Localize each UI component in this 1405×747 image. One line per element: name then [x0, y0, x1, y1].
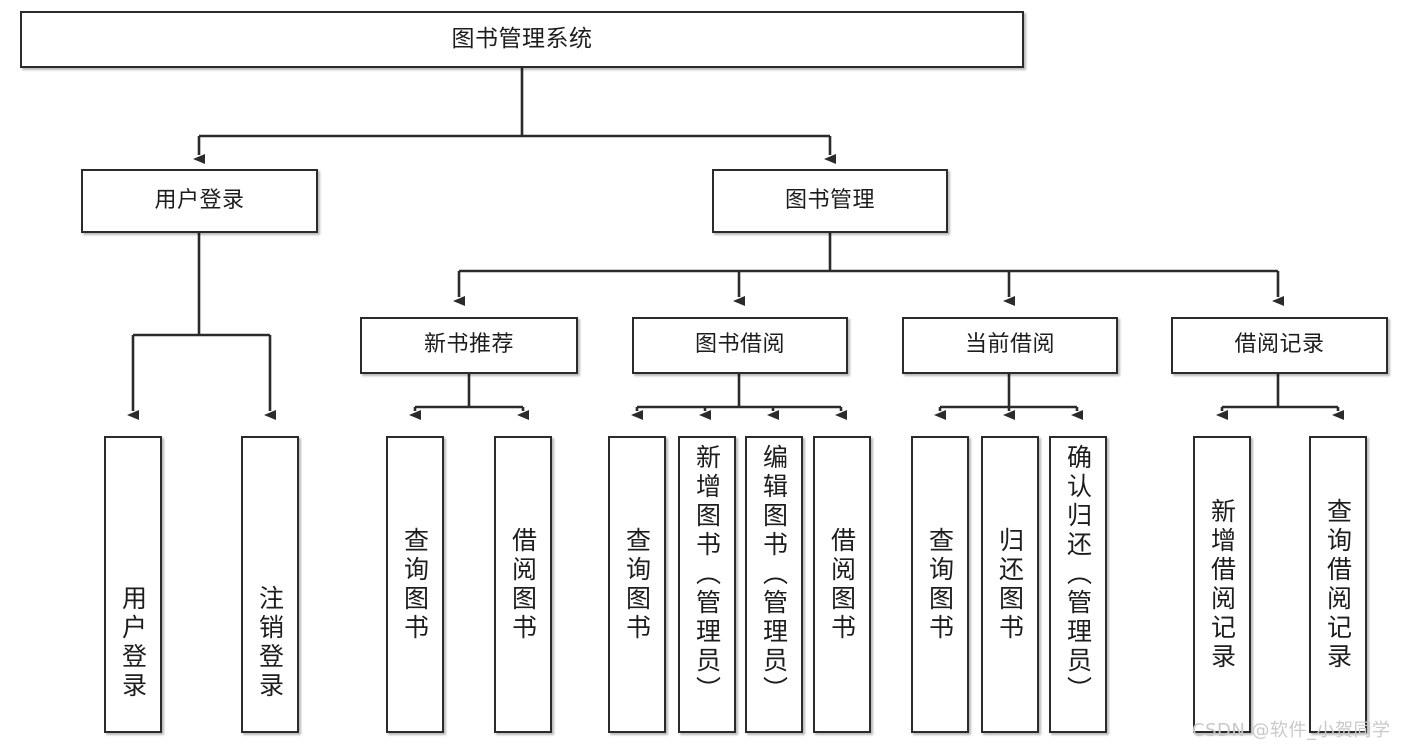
leaf-current-borrow-3-label: 确认归还（管理员） [1063, 444, 1093, 705]
leaf-current-borrow-2-label: 归还图书 [995, 526, 1025, 643]
leaf-book-borrow-1[interactable]: 查询图书 [608, 436, 666, 733]
leaf-book-borrow-2-label: 新增图书（管理员） [692, 444, 722, 705]
leaf-new-book-1-label: 查询图书 [400, 526, 430, 643]
leaf-current-borrow-1[interactable]: 查询图书 [911, 436, 969, 733]
node-book-borrow[interactable]: 图书借阅 [632, 317, 848, 374]
node-book-management-label: 图书管理 [784, 187, 875, 213]
node-current-borrow-label: 当前借阅 [964, 332, 1055, 358]
node-root[interactable]: 图书管理系统 [20, 11, 1024, 68]
leaf-book-borrow-4-label: 借阅图书 [827, 526, 857, 643]
node-borrow-record[interactable]: 借阅记录 [1171, 317, 1388, 374]
leaf-book-borrow-3[interactable]: 编辑图书（管理员） [745, 436, 803, 733]
leaf-user-login-2-label: 注销登录 [255, 585, 285, 701]
leaf-book-borrow-4[interactable]: 借阅图书 [813, 436, 871, 733]
node-user-login[interactable]: 用户登录 [81, 169, 318, 233]
node-root-label: 图书管理系统 [451, 25, 593, 52]
leaf-new-book-2-label: 借阅图书 [508, 526, 538, 643]
node-book-management[interactable]: 图书管理 [712, 169, 948, 233]
leaf-current-borrow-1-label: 查询图书 [925, 526, 955, 643]
leaf-borrow-record-1[interactable]: 新增借阅记录 [1193, 436, 1251, 733]
leaf-new-book-2[interactable]: 借阅图书 [494, 436, 552, 733]
leaf-borrow-record-1-label: 新增借阅记录 [1207, 497, 1237, 672]
node-new-book-recommend[interactable]: 新书推荐 [360, 317, 578, 374]
leaf-book-borrow-2[interactable]: 新增图书（管理员） [678, 436, 736, 733]
leaf-user-login-1[interactable]: 用户登录 [104, 436, 162, 733]
leaf-new-book-1[interactable]: 查询图书 [386, 436, 444, 733]
leaf-borrow-record-2-label: 查询借阅记录 [1323, 497, 1353, 672]
leaf-book-borrow-1-label: 查询图书 [622, 526, 652, 643]
node-user-login-label: 用户登录 [154, 187, 245, 213]
csdn-watermark: CSDN @软件_小贺同学 [1192, 720, 1391, 741]
leaf-current-borrow-3[interactable]: 确认归还（管理员） [1049, 436, 1107, 733]
node-borrow-record-label: 借阅记录 [1234, 332, 1325, 358]
leaf-book-borrow-3-label: 编辑图书（管理员） [759, 444, 789, 705]
leaf-user-login-2[interactable]: 注销登录 [241, 436, 299, 733]
node-book-borrow-label: 图书借阅 [694, 332, 785, 358]
node-new-book-recommend-label: 新书推荐 [423, 332, 514, 358]
node-current-borrow[interactable]: 当前借阅 [902, 317, 1118, 374]
leaf-borrow-record-2[interactable]: 查询借阅记录 [1309, 436, 1367, 733]
leaf-current-borrow-2[interactable]: 归还图书 [981, 436, 1039, 733]
leaf-user-login-1-label: 用户登录 [118, 585, 148, 701]
